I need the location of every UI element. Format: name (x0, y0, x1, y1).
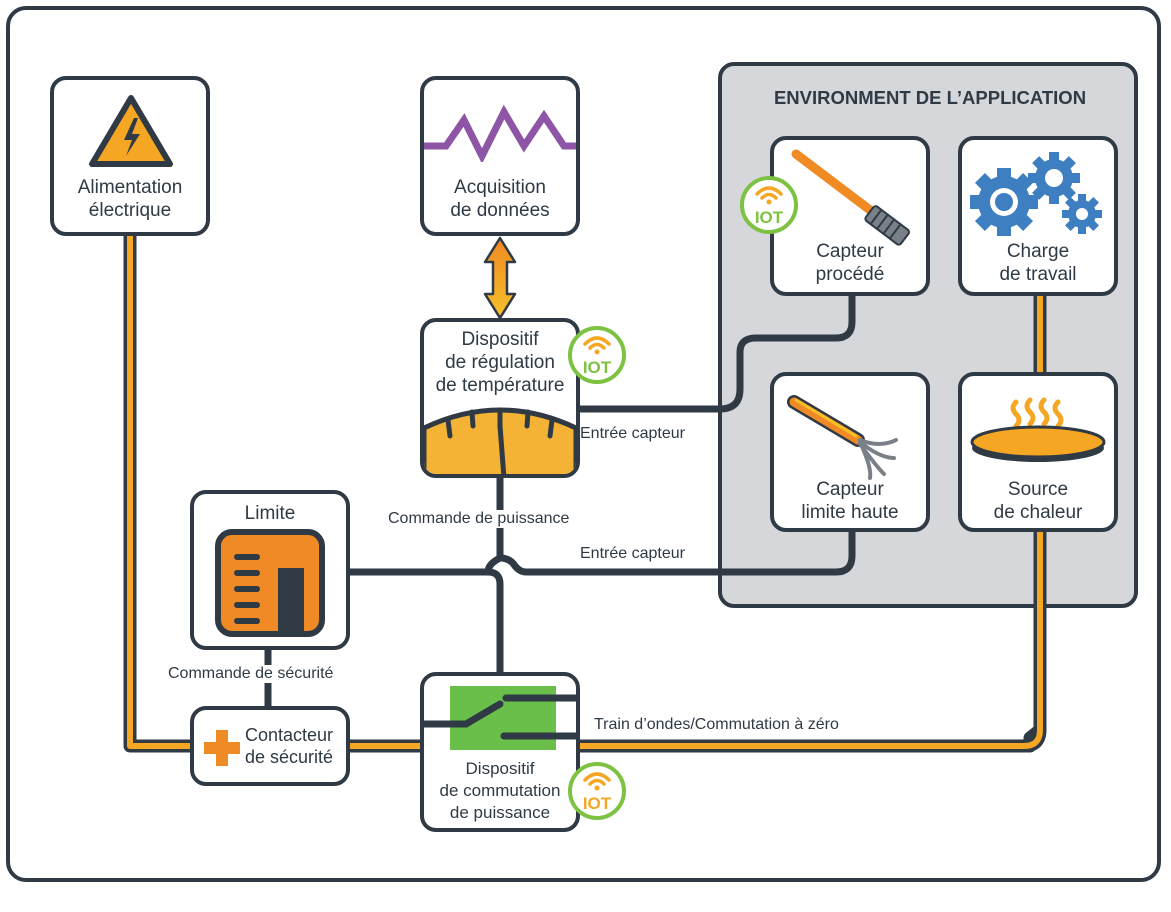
high-voltage-icon (89, 95, 173, 167)
limit-controller-icon (215, 529, 325, 637)
wifi-icon (583, 336, 611, 355)
environment-title: ENVIRONMENT DE L’APPLICATION (738, 80, 1122, 116)
wifi-icon (583, 772, 611, 791)
plus-cross-icon (204, 730, 240, 766)
power-line (123, 225, 1047, 753)
iot-label: IOT (582, 794, 612, 813)
iot-badge: IOT (740, 176, 798, 234)
iot-label: IOT (582, 358, 612, 377)
safety-command-label: Commande de sécurité (166, 665, 336, 683)
gears-icon (970, 152, 1102, 236)
gauge-icon (424, 407, 576, 474)
burst-firing-label: Train d’ondes/Commutation à zéro (594, 716, 839, 733)
limit-label: Limite (244, 503, 296, 524)
sensor-input-label: Entrée capteur (580, 545, 685, 562)
sensor-input-label: Entrée capteur (580, 425, 685, 442)
limit-node: Limite (190, 490, 350, 650)
iot-badge: IOT (568, 762, 626, 820)
wifi-icon (755, 186, 783, 205)
waveform-icon (424, 104, 576, 162)
switch-icon (420, 686, 576, 750)
hotplate-icon (970, 397, 1106, 462)
power-command-label: Commande de puissance (386, 510, 572, 528)
probe-icon (791, 149, 910, 246)
bidirectional-arrow-icon (483, 236, 517, 320)
heater-cable-icon (787, 395, 898, 480)
iot-badge: IOT (568, 326, 626, 384)
iot-label: IOT (754, 208, 784, 227)
